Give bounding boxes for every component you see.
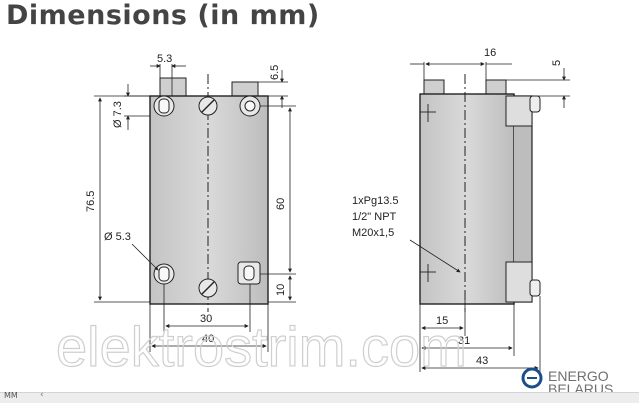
gland-label-m20: M20x1,5 [352,227,394,239]
dim-label-10: 10 [275,284,287,296]
page-title: Dimensions (in mm) [6,0,320,31]
dim-label-31: 31 [458,335,470,347]
gland-label-pg: 1xPg13.5 [352,195,398,207]
dim-label-15: 15 [436,315,448,327]
dim-label-30: 30 [200,313,212,325]
top-right-hole [239,95,261,117]
bottom-bar: MM ‹ [0,390,639,403]
chevron-left-icon[interactable]: ‹ [40,390,44,400]
side-body [419,93,515,305]
dim-label-dia-7-3: Ø 7.3 [112,101,124,128]
bottom-bar-label: MM [4,391,18,400]
dim-label-40: 40 [202,333,214,345]
brand-line-1: ENERGO [548,368,609,384]
dim-label-5: 5 [551,60,563,66]
top-left-hole [153,95,175,117]
dim-label-76-5: 76.5 [85,191,97,212]
dim-label-16: 16 [484,47,496,59]
bottom-right-hole [237,261,261,285]
bottom-left-hole [153,263,175,285]
top-center-screw [198,96,218,116]
dim-label-43: 43 [476,355,488,367]
side-view: 16 5 1xPg13.5 1/2" NPT M20x1,5 15 31 43 [352,47,570,374]
gland-label-npt: 1/2" NPT [352,211,397,223]
dim-label-dia-5-3: Ø 5.3 [104,231,131,243]
front-view: 5.3 Ø 7.3 76.5 Ø 5.3 6.5 60 10 [85,53,296,352]
watermark-text: elektrostrim.com [56,315,467,378]
brand-logo-icon [521,367,543,389]
dim-label-60: 60 [275,198,287,210]
bottom-center-screw [198,278,218,298]
dim-label-6-5: 6.5 [269,65,281,80]
dim-label-5-3: 5.3 [157,53,172,65]
